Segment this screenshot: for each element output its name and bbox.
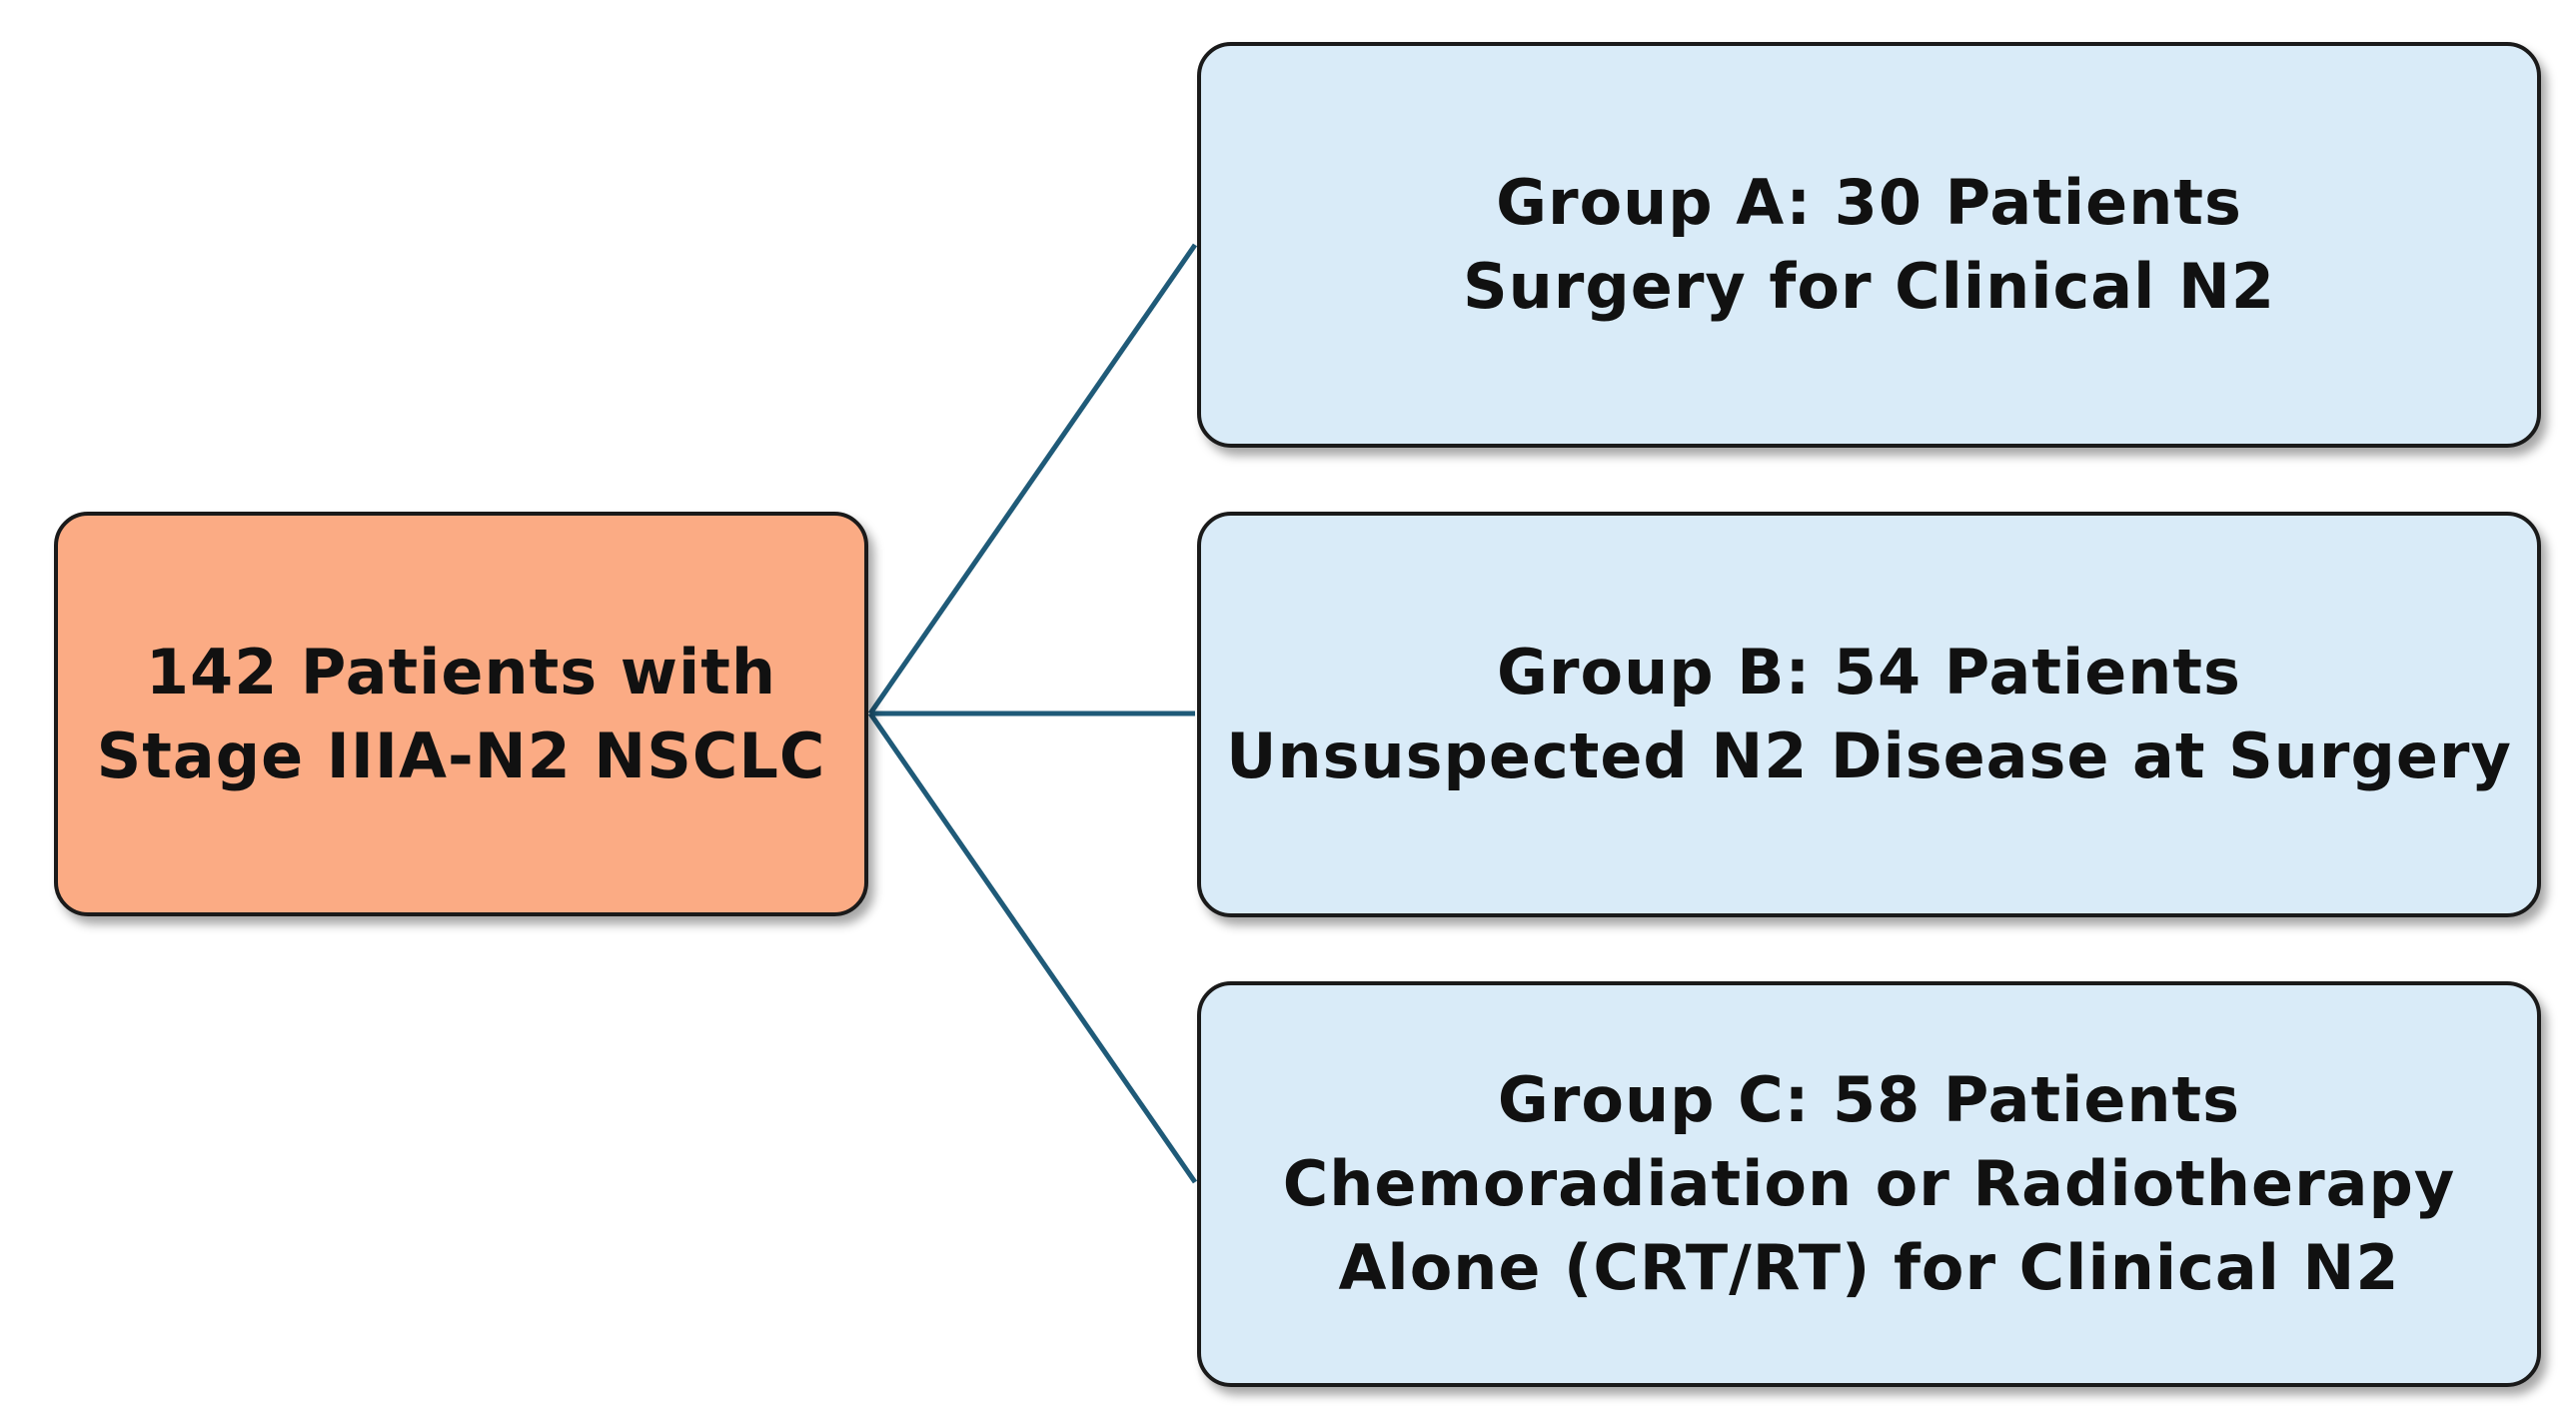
group-b-line-1: Group B: 54 Patients (1497, 636, 2241, 709)
group-b-box: Group B: 54 Patients Unsuspected N2 Dise… (1197, 512, 2541, 917)
connector-to-group-c (867, 712, 1198, 1184)
source-line-2: Stage IIIA-N2 NSCLC (96, 718, 826, 792)
group-c-line-2: Chemoradiation or Radiotherapy (1282, 1147, 2456, 1220)
group-c-box: Group C: 58 Patients Chemoradiation or R… (1197, 981, 2541, 1387)
group-a-box: Group A: 30 Patients Surgery for Clinica… (1197, 42, 2541, 448)
group-c-line-1: Group C: 58 Patients (1497, 1063, 2241, 1136)
connector-to-group-a (867, 243, 1198, 715)
source-line-1: 142 Patients with (145, 635, 777, 709)
group-c-line-3: Alone (CRT/RT) for Clinical N2 (1338, 1231, 2400, 1304)
group-a-line-1: Group A: 30 Patients (1496, 166, 2242, 239)
group-a-line-2: Surgery for Clinical N2 (1463, 250, 2275, 323)
source-box: 142 Patients with Stage IIIA-N2 NSCLC (54, 512, 868, 916)
group-b-line-2: Unsuspected N2 Disease at Surgery (1226, 719, 2512, 792)
